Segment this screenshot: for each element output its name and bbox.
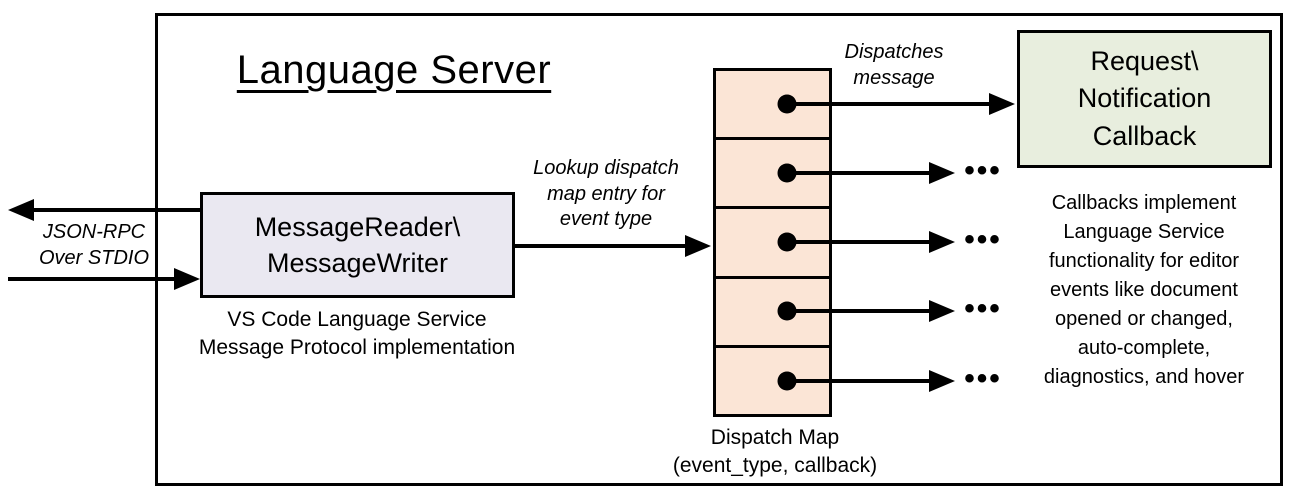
dispatch-map xyxy=(713,68,832,417)
ellipsis-icon: ••• xyxy=(964,154,1002,187)
message-reader-writer-box: MessageReader\ MessageWriter xyxy=(200,192,515,298)
dispatch-map-cell xyxy=(716,275,829,345)
request-notification-callback-box: Request\ Notification Callback xyxy=(1017,30,1272,168)
callbacks-note: Callbacks implement Language Service fun… xyxy=(1043,192,1245,388)
dispatches-message-label: Dispatches message xyxy=(844,41,944,89)
dispatch-map-cell xyxy=(716,137,829,207)
diagram-title: Language Server xyxy=(236,48,552,92)
ellipsis-icon: ••• xyxy=(964,223,1002,256)
dispatch-map-cell xyxy=(716,206,829,276)
lookup-dispatch-label: Lookup dispatch map entry for event type xyxy=(533,157,679,231)
reader-caption: VS Code Language Service Message Protoco… xyxy=(198,308,516,359)
ellipsis-icon: ••• xyxy=(964,292,1002,325)
ellipsis-icon: ••• xyxy=(964,362,1002,395)
dispatch-map-caption: Dispatch Map (event_type, callback) xyxy=(672,426,878,477)
json-rpc-stdio-label: JSON-RPC Over STDIO xyxy=(38,221,149,269)
dispatch-map-cell xyxy=(716,344,829,415)
